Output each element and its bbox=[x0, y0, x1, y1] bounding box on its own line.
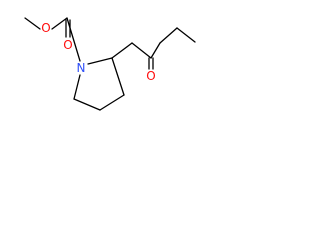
bond-ketone-c-ch2 bbox=[150, 42, 161, 59]
bond-ch2-ch3 bbox=[176, 27, 196, 43]
atom-o-ketone: O bbox=[146, 69, 155, 83]
bond-c2-c3 bbox=[111, 57, 125, 96]
bond-ch2-ketone-c bbox=[131, 42, 152, 59]
molecule-structure-diagram: O O N O bbox=[24, 17, 196, 111]
atom-n-ring: N bbox=[77, 61, 86, 75]
atom-o-methoxy: O bbox=[41, 21, 50, 35]
atom-labels: O O N O bbox=[41, 21, 155, 83]
bonds bbox=[24, 17, 196, 111]
bond-c3-c4 bbox=[99, 94, 125, 111]
bond-o-carbonyl-c bbox=[51, 17, 68, 30]
bond-c5-n bbox=[73, 74, 81, 100]
bond-c2-ch2 bbox=[111, 42, 133, 59]
atom-o-carbonyl-ester: O bbox=[63, 38, 72, 52]
bond-c4-c5 bbox=[73, 98, 101, 111]
bond-ch2-ch2 bbox=[159, 27, 178, 44]
bond-methyl-o bbox=[24, 17, 41, 30]
bond-carbonyl-c-n bbox=[66, 17, 81, 62]
bond-n-c2 bbox=[87, 57, 113, 65]
